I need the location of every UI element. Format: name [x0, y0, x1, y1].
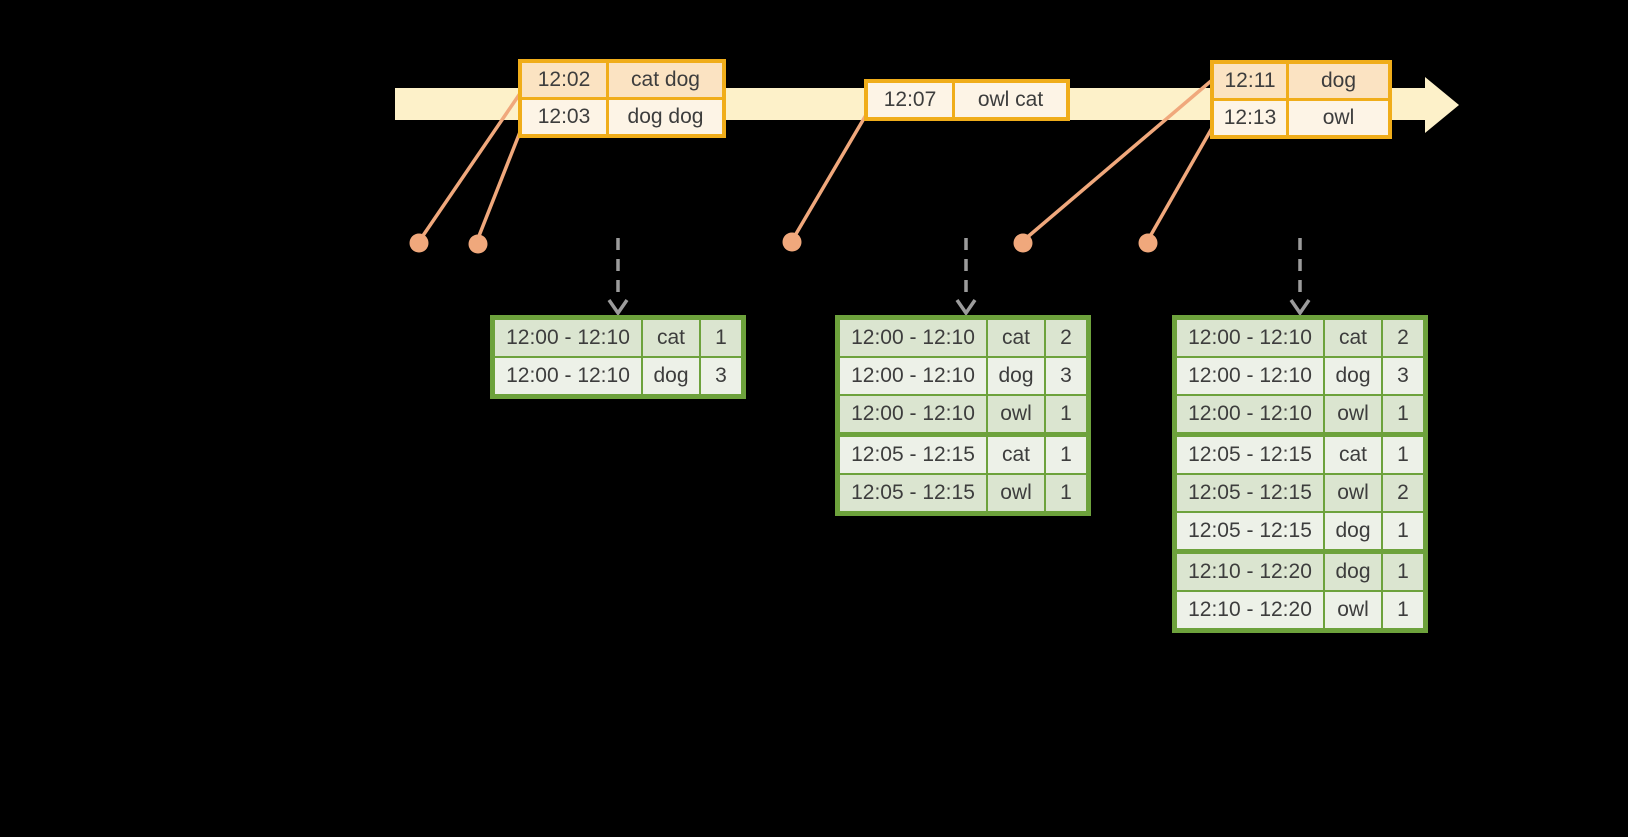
count-cell: 1 [1046, 475, 1086, 511]
event-words: cat dog [609, 63, 722, 97]
event-time: 12:11 [1214, 64, 1286, 98]
window-cell: 12:05 - 12:15 [1177, 475, 1323, 511]
word-cell: dog [1325, 513, 1381, 549]
window-cell: 12:10 - 12:20 [1177, 592, 1323, 628]
window-cell: 12:05 - 12:15 [840, 437, 986, 473]
trigger-arrowhead-icon [1289, 299, 1311, 317]
word-cell: cat [988, 437, 1044, 473]
window-cell: 12:00 - 12:10 [1177, 358, 1323, 394]
word-cell: cat [643, 320, 699, 356]
event-words: owl [1289, 101, 1388, 135]
count-cell: 2 [1383, 475, 1423, 511]
count-cell: 1 [1383, 592, 1423, 628]
event-words: owl cat [955, 83, 1066, 117]
word-cell: dog [988, 358, 1044, 394]
window-cell: 12:05 - 12:15 [1177, 437, 1323, 473]
window-cell: 12:05 - 12:15 [840, 475, 986, 511]
window-cell: 12:05 - 12:15 [1177, 513, 1323, 549]
connector-line [418, 91, 523, 241]
event-words: dog [1289, 64, 1388, 98]
word-cell: cat [988, 320, 1044, 356]
trigger-arrows [607, 238, 1311, 317]
word-cell: owl [988, 396, 1044, 432]
connector-line [1022, 79, 1213, 242]
word-cell: owl [1325, 396, 1381, 432]
window-cell: 12:00 - 12:10 [1177, 396, 1323, 432]
window-cell: 12:00 - 12:10 [840, 396, 986, 432]
connector-line [1146, 127, 1214, 241]
count-cell: 1 [701, 320, 741, 356]
event-dot [782, 232, 802, 252]
word-cell: dog [1325, 358, 1381, 394]
count-cell: 1 [1383, 513, 1423, 549]
event-time: 12:02 [522, 63, 606, 97]
trigger-arrowhead-icon [607, 299, 629, 317]
count-cell: 2 [1383, 320, 1423, 356]
window-cell: 12:00 - 12:10 [1177, 320, 1323, 356]
word-cell: dog [1325, 554, 1381, 590]
count-cell: 1 [1046, 396, 1086, 432]
event-dot [1013, 233, 1033, 253]
word-cell: owl [988, 475, 1044, 511]
count-cell: 1 [1383, 554, 1423, 590]
event-time: 12:13 [1214, 101, 1286, 135]
count-cell: 3 [1046, 358, 1086, 394]
word-cell: owl [1325, 475, 1381, 511]
event-dot [1138, 233, 1158, 253]
event-time: 12:07 [868, 83, 952, 117]
connector-line [475, 126, 524, 242]
event-connector-lines [418, 79, 1214, 242]
count-cell: 3 [1383, 358, 1423, 394]
event-dot [409, 233, 429, 253]
connector-line [791, 114, 868, 240]
trigger-arrowhead-icon [955, 299, 977, 317]
window-cell: 12:00 - 12:10 [840, 358, 986, 394]
event-words: dog dog [609, 100, 722, 134]
window-cell: 12:00 - 12:10 [495, 320, 641, 356]
window-cell: 12:10 - 12:20 [1177, 554, 1323, 590]
word-cell: cat [1325, 437, 1381, 473]
event-time: 12:03 [522, 100, 606, 134]
count-cell: 1 [1383, 437, 1423, 473]
window-cell: 12:00 - 12:10 [840, 320, 986, 356]
word-cell: cat [1325, 320, 1381, 356]
event-dot [468, 234, 488, 254]
count-cell: 1 [1383, 396, 1423, 432]
count-cell: 3 [701, 358, 741, 394]
window-cell: 12:00 - 12:10 [495, 358, 641, 394]
count-cell: 2 [1046, 320, 1086, 356]
event-dots [409, 232, 1158, 254]
word-cell: owl [1325, 592, 1381, 628]
word-cell: dog [643, 358, 699, 394]
count-cell: 1 [1046, 437, 1086, 473]
timeline-arrowhead-icon [1425, 77, 1459, 133]
